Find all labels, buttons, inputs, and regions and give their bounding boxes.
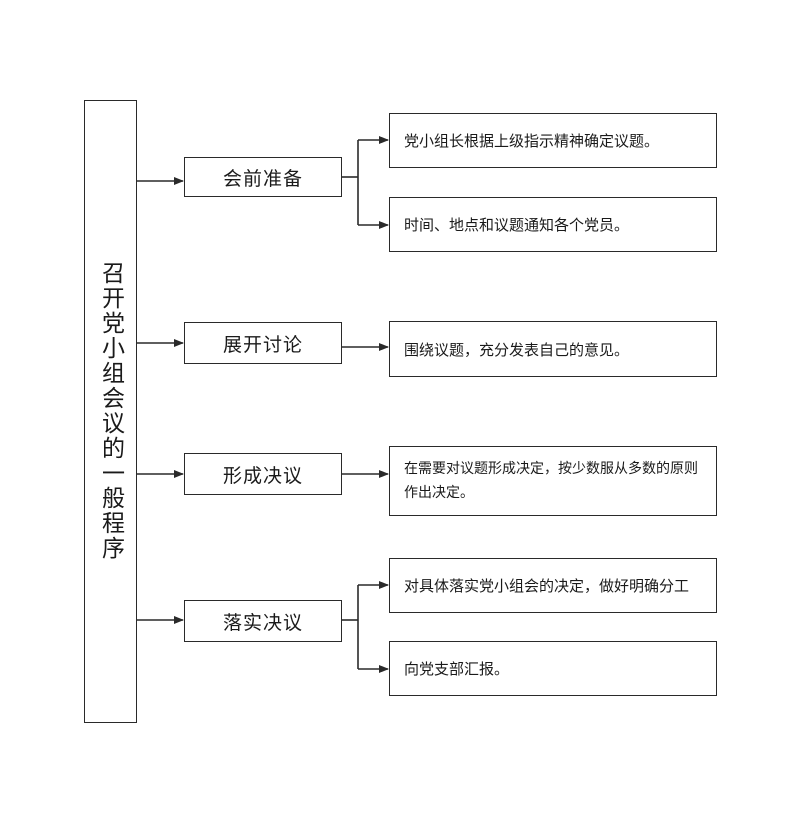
root-label: 召开党小组会议的一般程序 bbox=[97, 261, 124, 561]
step-box-discuss: 展开讨论 bbox=[184, 322, 342, 364]
detail-text-5: 对具体落实党小组会的决定，做好明确分工 bbox=[404, 577, 690, 595]
detail-text-4: 在需要对议题形成决定，按少数服从多数的原则作出决定。 bbox=[404, 461, 698, 501]
detail-box-3: 围绕议题，充分发表自己的意见。 bbox=[389, 321, 717, 377]
step-box-implement: 落实决议 bbox=[184, 600, 342, 642]
root-label-wrapper: 召开党小组会议的一般程序 bbox=[84, 100, 136, 722]
detail-text-3: 围绕议题，充分发表自己的意见。 bbox=[404, 340, 630, 359]
step-box-prepare: 会前准备 bbox=[184, 157, 342, 197]
detail-box-4: 在需要对议题形成决定，按少数服从多数的原则作出决定。 bbox=[389, 446, 717, 516]
branch-step-1 bbox=[342, 136, 389, 229]
step-label-resolve: 形成决议 bbox=[222, 464, 303, 487]
detail-box-5: 对具体落实党小组会的决定，做好明确分工 bbox=[389, 558, 717, 613]
root-box bbox=[84, 100, 137, 723]
detail-box-6: 向党支部汇报。 bbox=[389, 641, 717, 696]
step-label-implement: 落实决议 bbox=[222, 611, 303, 634]
branch-step-4 bbox=[342, 581, 389, 673]
detail-box-1: 党小组长根据上级指示精神确定议题。 bbox=[389, 113, 717, 168]
detail-text-6: 向党支部汇报。 bbox=[404, 660, 510, 678]
detail-box-2: 时间、地点和议题通知各个党员。 bbox=[389, 197, 717, 252]
detail-text-1: 党小组长根据上级指示精神确定议题。 bbox=[404, 132, 660, 150]
step-label-prepare: 会前准备 bbox=[222, 167, 303, 190]
detail-text-2: 时间、地点和议题通知各个党员。 bbox=[404, 216, 630, 234]
step-label-discuss: 展开讨论 bbox=[222, 333, 303, 356]
step-box-resolve: 形成决议 bbox=[184, 453, 342, 495]
